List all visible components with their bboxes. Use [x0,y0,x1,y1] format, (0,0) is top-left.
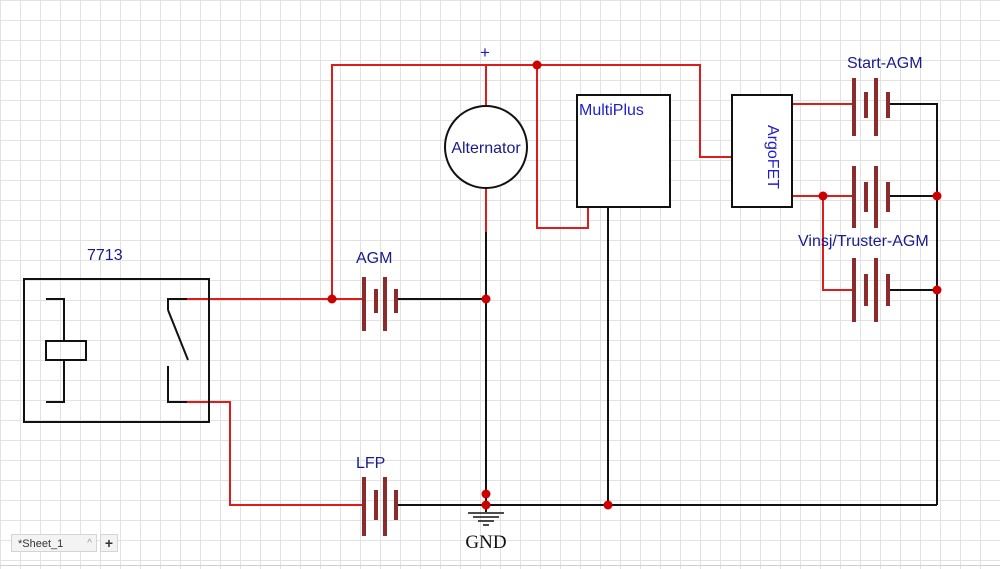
status-divider [0,565,1000,566]
plus-label: + [480,43,490,62]
chevron-up-icon[interactable]: ^ [87,538,92,549]
add-sheet-button[interactable]: + [100,534,118,552]
junction-dot [481,294,491,304]
junction-dot [481,489,491,499]
junction-dot [932,285,942,295]
battery-icon [852,166,890,228]
sheet-tab-label: *Sheet_1 [18,538,64,550]
battery-icon [362,477,398,536]
relay-label: 7713 [87,247,123,264]
lfp-label: LFP [356,455,385,472]
junction-dot [532,60,542,70]
alternator-label: Alternator [451,140,521,157]
junction-dot [327,294,337,304]
coil-icon [45,298,87,403]
wire-relay-lfp [187,401,362,506]
switch-icon [167,298,189,403]
junction-dot [818,191,828,201]
relay-7713[interactable] [23,278,210,423]
junction-dot [932,191,942,201]
argofet-box[interactable] [731,94,793,208]
battery-icon [362,277,398,331]
start-agm-label: Start-AGM [847,55,923,72]
argofet-label: ArgoFET [764,125,781,189]
multiplus-box[interactable] [576,94,671,208]
junction-dot [603,500,613,510]
ground-symbol-icon [468,512,504,526]
agm-label: AGM [356,250,392,267]
alternator-circle[interactable] [444,105,528,189]
multiplus-label: MultiPlus [579,102,644,119]
battery-icon [852,258,890,322]
wire-multiplus-feed [536,65,589,229]
sheet-tab[interactable]: *Sheet_1 ^ [11,534,97,552]
wire-top-bus [331,64,732,299]
gnd-label: GND [465,532,506,553]
junction-dot [481,500,491,510]
wire-vinsj-branch [822,196,852,291]
battery-icon [852,78,890,136]
junctions [327,60,942,510]
vinsj-agm-label: Vinsj/Truster-AGM [798,233,929,250]
wire-right-ground [890,103,938,505]
